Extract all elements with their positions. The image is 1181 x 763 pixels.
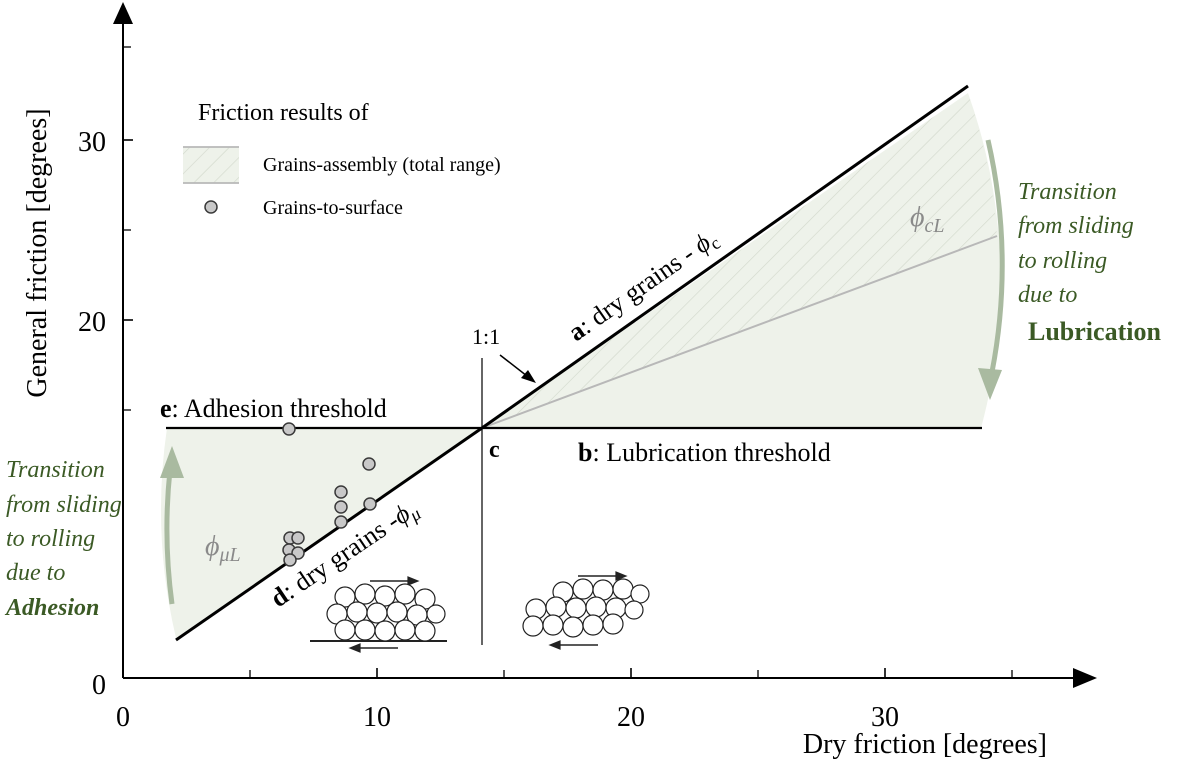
x-tick-label: 10 [363,702,391,733]
legend-assembly-label: Grains-assembly (total range) [263,154,501,176]
line-d-dry-grains [175,426,483,642]
lubrication-transition-arrow [978,139,1005,400]
x-tick-label: 20 [617,702,645,733]
x-axis-label: Dry friction [degrees] [803,729,1047,760]
data-point [362,457,376,471]
line-a-dry-grains [481,84,969,430]
note-keyword: Adhesion [4,595,99,621]
data-point [291,531,305,545]
data-point [334,485,348,499]
lubrication-note: Transition from sliding to rolling due t… [1018,179,1161,346]
note-line: Transition [6,457,105,483]
grains-to-surface-points [282,422,377,567]
line-e-label: e: Adhesion threshold [160,394,387,423]
adhesion-note: Transition from sliding to rolling due t… [4,457,122,621]
x-tick-label: 30 [871,702,899,733]
data-point [363,497,377,511]
ratio-arrow [499,354,536,383]
adhesion-transition-arrow [160,446,184,605]
note-line: from sliding [6,492,122,518]
note-line: to rolling [6,526,95,552]
data-point [334,500,348,514]
grains-on-surface-sketch [310,576,447,653]
legend: Friction results of Grains-assembly (tot… [183,100,501,219]
y-tick-label: 20 [78,307,106,338]
lubricated-limit-line [481,235,998,429]
note-line: due to [6,560,65,586]
phi-cl-label: ϕcL [910,202,945,237]
hatched-assembly-range [482,93,997,428]
line-b-label: b: Lubrication threshold [578,438,831,467]
point-c-label: c [489,437,500,463]
legend-marker-icon [204,200,218,214]
note-line: Transition [1018,179,1117,205]
x-tick-label: 0 [116,702,130,733]
data-point [282,422,296,436]
y-axis-label: General friction [degrees] [22,108,53,397]
adhesion-transition-region [161,428,483,638]
note-line: to rolling [1018,248,1107,274]
x-axis [123,668,1097,688]
grains-assembly-sketch [522,571,650,650]
phi-ul-label: ϕμL [205,531,241,566]
legend-title: Friction results of [198,100,369,126]
note-line: due to [1018,282,1077,308]
y-tick-label: 30 [78,127,106,158]
data-point [283,553,297,567]
note-keyword: Lubrication [1028,317,1161,346]
legend-surface-label: Grains-to-surface [263,197,403,219]
y-tick-label: 0 [92,670,106,701]
data-point [334,515,348,529]
note-line: from sliding [1018,213,1134,239]
y-axis [113,2,133,678]
ratio-label: 1:1 [472,324,500,349]
